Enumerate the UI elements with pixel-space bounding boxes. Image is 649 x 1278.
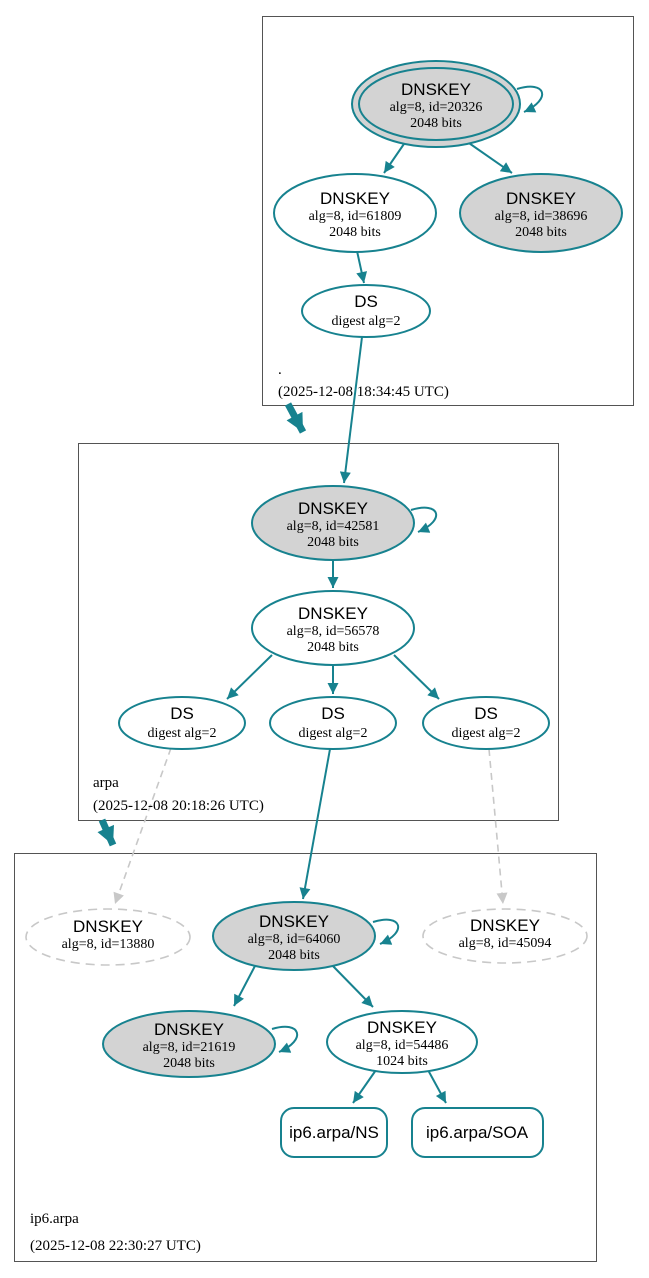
zone-label-root: .: [278, 362, 282, 378]
node-rrset-ip6-arpa-ns[interactable]: ip6.arpa/NS: [280, 1107, 388, 1158]
zone-timestamp-ip6-arpa: (2025-12-08 22:30:27 UTC): [30, 1238, 201, 1254]
node-attrs: digest alg=2: [148, 726, 217, 741]
node-title: DNSKEY: [367, 1018, 437, 1037]
node-title: DS: [170, 704, 194, 723]
zone-box-root: [262, 16, 634, 406]
node-title: DNSKEY: [401, 80, 471, 99]
edge-self-sign-64060: [372, 918, 400, 945]
edge-self-sign-21619: [271, 1025, 298, 1053]
node-bits: 2048 bits: [163, 1056, 215, 1071]
delegation-arrow-root-to-arpa: [284, 402, 307, 434]
node-bits: 2048 bits: [329, 225, 381, 240]
dnskey-64060-ellipse: [212, 901, 376, 971]
edge-56578-to-ds-right: [393, 654, 440, 700]
node-attrs: alg=8, id=61809: [309, 209, 402, 224]
node-rrset-ip6-arpa-soa[interactable]: ip6.arpa/SOA: [411, 1107, 544, 1158]
node-attrs: alg=8, id=45094: [459, 936, 552, 951]
node-dnskey-61809-zsk[interactable]: DNSKEY alg=8, id=61809 2048 bits: [273, 173, 437, 253]
node-dnskey-13880-missing[interactable]: DNSKEY alg=8, id=13880: [25, 908, 191, 966]
dnskey-42581-ellipse: [251, 485, 415, 561]
node-attrs: alg=8, id=64060: [248, 932, 341, 947]
node-dnskey-21619[interactable]: DNSKEY alg=8, id=21619 2048 bits: [102, 1010, 276, 1078]
node-dnskey-20326-ksk[interactable]: DNSKEY alg=8, id=20326 2048 bits: [351, 60, 521, 148]
node-ds-root[interactable]: DS digest alg=2: [301, 284, 431, 338]
node-attrs: alg=8, id=42581: [287, 519, 380, 534]
dnskey-56578-ellipse: [251, 590, 415, 666]
edge-ds-mid-to-64060: [299, 748, 331, 900]
node-bits: 2048 bits: [515, 225, 567, 240]
node-dnskey-38696[interactable]: DNSKEY alg=8, id=38696 2048 bits: [459, 173, 623, 253]
edge-ds-right-to-45094-dashed: [488, 748, 508, 905]
node-dnskey-54486-zsk[interactable]: DNSKEY alg=8, id=54486 1024 bits: [326, 1010, 478, 1074]
node-title: DNSKEY: [506, 189, 576, 208]
node-bits: 2048 bits: [268, 948, 320, 963]
delegation-arrow-arpa-to-ip6-arpa: [97, 818, 117, 847]
edge-root-ds-to-42581: [339, 336, 363, 484]
node-title: DNSKEY: [298, 499, 368, 518]
node-dnskey-45094-missing[interactable]: DNSKEY alg=8, id=45094: [422, 908, 588, 964]
edge-self-sign-42581: [410, 506, 438, 533]
node-bits: 2048 bits: [307, 640, 359, 655]
node-attrs: digest alg=2: [299, 726, 368, 741]
node-ds-arpa-mid[interactable]: DS digest alg=2: [269, 696, 397, 750]
node-dnskey-42581-ksk[interactable]: DNSKEY alg=8, id=42581 2048 bits: [251, 485, 415, 561]
node-attrs: alg=8, id=56578: [287, 624, 380, 639]
node-title: DS: [354, 292, 378, 311]
edge-ds-left-to-13880-dashed: [113, 747, 172, 905]
dnskey-45094-ellipse: [422, 908, 588, 964]
node-title: DNSKEY: [298, 604, 368, 623]
node-attrs: alg=8, id=20326: [390, 100, 483, 115]
edge-56578-to-ds-left: [226, 654, 273, 700]
dnskey-20326-inner-ring: [358, 67, 514, 141]
ds-root-ellipse: [301, 284, 431, 338]
rrset-ns-rect: [280, 1107, 388, 1158]
edge-20326-to-61809: [383, 140, 407, 174]
ds-arpa-left-ellipse: [118, 696, 246, 750]
node-bits: 2048 bits: [307, 535, 359, 550]
zone-label-arpa: arpa: [93, 775, 119, 791]
node-title: DS: [321, 704, 345, 723]
edge-64060-to-21619: [233, 963, 257, 1007]
dnskey-38696-ellipse: [459, 173, 623, 253]
node-title: DNSKEY: [320, 189, 390, 208]
dnskey-54486-ellipse: [326, 1010, 478, 1074]
node-ds-arpa-right[interactable]: DS digest alg=2: [422, 696, 550, 750]
edge-64060-to-54486: [328, 961, 374, 1008]
node-bits: 1024 bits: [376, 1054, 428, 1069]
zone-label-ip6-arpa: ip6.arpa: [30, 1211, 79, 1227]
node-attrs: digest alg=2: [332, 314, 401, 329]
zone-box-arpa: [78, 443, 559, 821]
node-bits: 2048 bits: [410, 116, 462, 131]
node-attrs: digest alg=2: [452, 726, 521, 741]
dnskey-13880-ellipse: [25, 908, 191, 966]
zone-timestamp-root: (2025-12-08 18:34:45 UTC): [278, 384, 449, 400]
rrset-label: ip6.arpa/NS: [289, 1123, 379, 1142]
node-attrs: alg=8, id=21619: [143, 1040, 236, 1055]
zone-timestamp-arpa: (2025-12-08 20:18:26 UTC): [93, 798, 264, 814]
node-attrs: alg=8, id=38696: [495, 209, 588, 224]
node-attrs: alg=8, id=54486: [356, 1038, 449, 1053]
node-title: DNSKEY: [154, 1020, 224, 1039]
dnskey-21619-ellipse: [102, 1010, 276, 1078]
ds-arpa-right-ellipse: [422, 696, 550, 750]
node-ds-arpa-left[interactable]: DS digest alg=2: [118, 696, 246, 750]
node-title: DNSKEY: [259, 912, 329, 931]
ds-arpa-mid-ellipse: [269, 696, 397, 750]
edge-61809-to-ds: [356, 250, 368, 284]
edge-self-sign-20326: [516, 85, 543, 113]
rrset-soa-rect: [411, 1107, 544, 1158]
node-dnskey-56578-zsk[interactable]: DNSKEY alg=8, id=56578 2048 bits: [251, 590, 415, 666]
edge-54486-to-ns: [352, 1069, 377, 1104]
rrset-label: ip6.arpa/SOA: [426, 1123, 529, 1142]
dnskey-61809-ellipse: [273, 173, 437, 253]
edge-54486-to-soa: [427, 1069, 447, 1104]
node-title: DNSKEY: [470, 916, 540, 935]
dnskey-20326-outer-ring: [351, 60, 521, 148]
node-dnskey-64060-ksk[interactable]: DNSKEY alg=8, id=64060 2048 bits: [212, 901, 376, 971]
edge-20326-to-38696: [465, 140, 513, 174]
zone-box-ip6-arpa: [14, 853, 597, 1262]
node-title: DNSKEY: [73, 917, 143, 936]
node-attrs: alg=8, id=13880: [62, 937, 155, 952]
node-title: DS: [474, 704, 498, 723]
